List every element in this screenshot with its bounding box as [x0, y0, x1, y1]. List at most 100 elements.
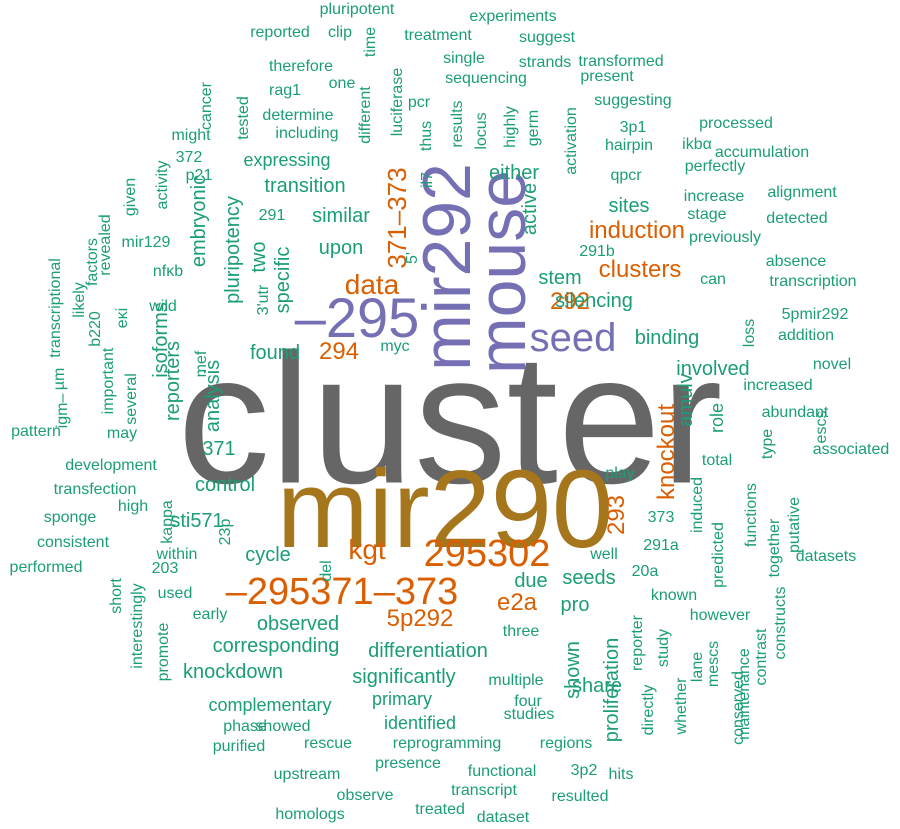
word-186: reprogramming [392, 735, 502, 752]
word-130: sti571 [170, 510, 224, 532]
word-29: strands [518, 54, 572, 71]
word-60: activity [154, 160, 171, 210]
word-112: several [123, 373, 140, 425]
word-107: involved [676, 358, 750, 380]
word-56: expressing [243, 150, 331, 170]
word-137: predicted [710, 522, 727, 588]
word-163: contrast [753, 628, 770, 686]
word-97: found [249, 342, 301, 364]
word-90: likely [71, 282, 88, 318]
word-150: used [157, 585, 193, 602]
word-35: pcr [407, 94, 431, 111]
word-118: escs [813, 410, 830, 444]
word-5: seed [529, 316, 617, 360]
word-182: showed [255, 718, 311, 735]
word-93: silencing [555, 290, 633, 312]
word-28: single [443, 50, 485, 67]
word-41: results [449, 100, 466, 148]
word-146: short [108, 578, 125, 614]
word-36: luciferase [389, 67, 406, 137]
word-99: loss [741, 318, 758, 348]
word-141: well [590, 546, 618, 563]
word-184: purified [212, 738, 266, 755]
word-131: functions [743, 482, 760, 548]
word-103: µm [51, 367, 68, 391]
word-31: present [580, 68, 634, 85]
word-83: absence [765, 253, 827, 270]
word-72: pluripotency [222, 196, 244, 304]
word-197: homologs [275, 806, 345, 823]
word-16: e2a [496, 589, 538, 616]
word-152: early [192, 606, 228, 623]
word-87: 3'utr [255, 284, 272, 316]
word-175: four [514, 693, 542, 710]
word-128: sponge [43, 509, 97, 526]
word-154: interestingly [129, 583, 146, 669]
word-185: rescue [303, 735, 353, 752]
word-85: nfκb [152, 263, 184, 280]
word-166: differentiation [368, 640, 488, 662]
word-147: due [514, 570, 548, 592]
word-20: experiments [469, 8, 557, 25]
word-194: transcript [451, 782, 517, 799]
word-189: functional [467, 763, 537, 780]
word-0: cluster [177, 316, 723, 523]
word-64: transition [264, 175, 346, 197]
word-86: specific [272, 246, 294, 314]
word-78: upon [318, 237, 364, 259]
word-108: novel [812, 356, 852, 373]
word-117: 371 [202, 438, 236, 460]
word-3: mir292 [409, 163, 485, 371]
word-142: datasets [795, 548, 857, 565]
word-161: promote [155, 622, 172, 682]
word-94: 5pmir292 [781, 306, 849, 323]
word-158: corresponding [212, 635, 340, 657]
word-59: either [488, 162, 540, 184]
word-138: together [766, 518, 783, 578]
word-6: 295302 [423, 533, 551, 575]
word-132: 373 [647, 509, 675, 526]
word-143: performed [9, 559, 83, 576]
word-176: complementary [208, 695, 332, 715]
word-193: observe [336, 787, 394, 804]
word-38: tested [235, 96, 252, 140]
word-156: pro [560, 594, 590, 616]
word-198: dataset [476, 809, 530, 826]
word-65: given [122, 177, 139, 217]
word-9: data [344, 269, 400, 300]
word-7: –295371–373 [225, 571, 459, 613]
word-101: important [100, 347, 117, 415]
word-183: regions [539, 735, 593, 752]
word-13: 292 [549, 288, 591, 315]
word-40: different [357, 86, 374, 144]
word-26: therefore [268, 58, 334, 75]
word-69: detected [766, 210, 828, 227]
word-121: development [65, 457, 157, 474]
word-181: identified [383, 713, 457, 733]
word-27: one [328, 75, 356, 92]
word-119: type [759, 428, 776, 460]
word-102: myc [380, 338, 410, 355]
word-39: determine [262, 107, 334, 124]
word-24: treatment [404, 27, 472, 44]
word-48: might [171, 127, 211, 144]
word-164: reporter [629, 614, 646, 672]
word-122: total [701, 452, 733, 469]
word-22: clip [327, 24, 353, 41]
word-106: mef [193, 350, 210, 378]
word-82: 5' [404, 252, 421, 264]
word-179: studies [503, 706, 555, 723]
word-34: rag1 [268, 82, 302, 99]
word-68: sites [608, 195, 650, 217]
word-104: reporters [162, 340, 184, 422]
word-11: induction [588, 217, 686, 244]
word-61: il7 [419, 171, 436, 189]
word-53: accumulation [714, 144, 810, 161]
word-178: conserved [730, 671, 747, 745]
word-21: reported [250, 24, 310, 41]
word-173: proliferation [601, 637, 623, 743]
word-89: transcription [769, 273, 857, 290]
word-51: hairpin [604, 137, 654, 154]
word-168: significantly [352, 666, 456, 688]
